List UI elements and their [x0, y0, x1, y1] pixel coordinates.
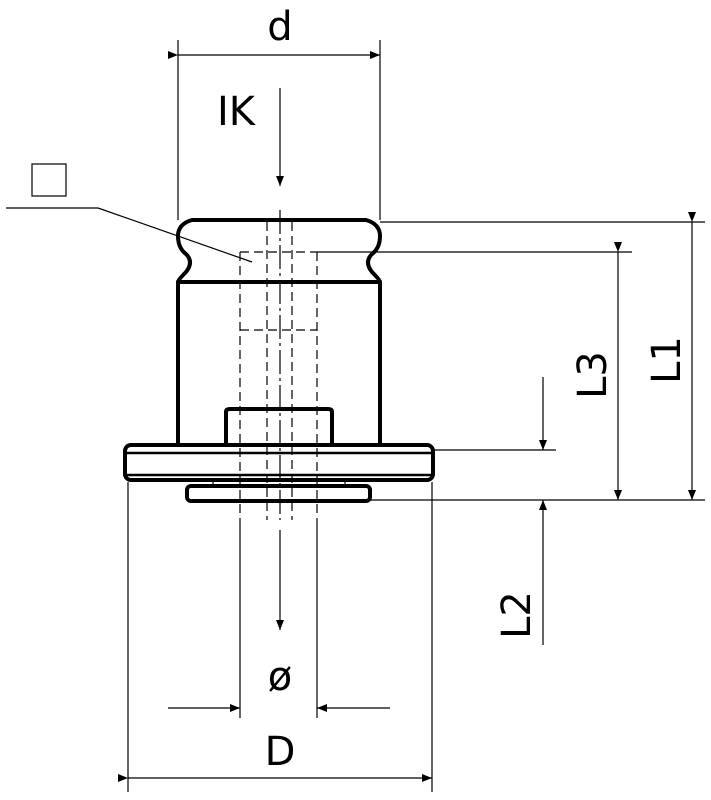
label-l2: L2 [494, 591, 540, 639]
body [176, 280, 382, 447]
dimension-l2: L2 [494, 377, 547, 645]
hidden-lines [239, 210, 318, 520]
label-D: D [265, 729, 296, 775]
boss [224, 407, 334, 445]
dimension-d: d [168, 4, 381, 220]
label-phi: ø [268, 654, 292, 700]
dimension-l3: L3 [570, 242, 622, 500]
part-outline [123, 218, 435, 503]
label-d: d [267, 4, 292, 50]
label-l1: L1 [644, 336, 690, 384]
label-l3: L3 [570, 351, 616, 399]
top-cap [176, 218, 382, 284]
dimension-phi: ø [168, 520, 390, 718]
leader-line [97, 207, 253, 263]
dimension-l1: L1 [644, 212, 696, 500]
square-symbol [31, 163, 67, 197]
label-ik: IK [217, 89, 257, 135]
dimension-D: D [118, 482, 433, 792]
flange [123, 443, 435, 482]
bottom-disc [185, 484, 372, 503]
